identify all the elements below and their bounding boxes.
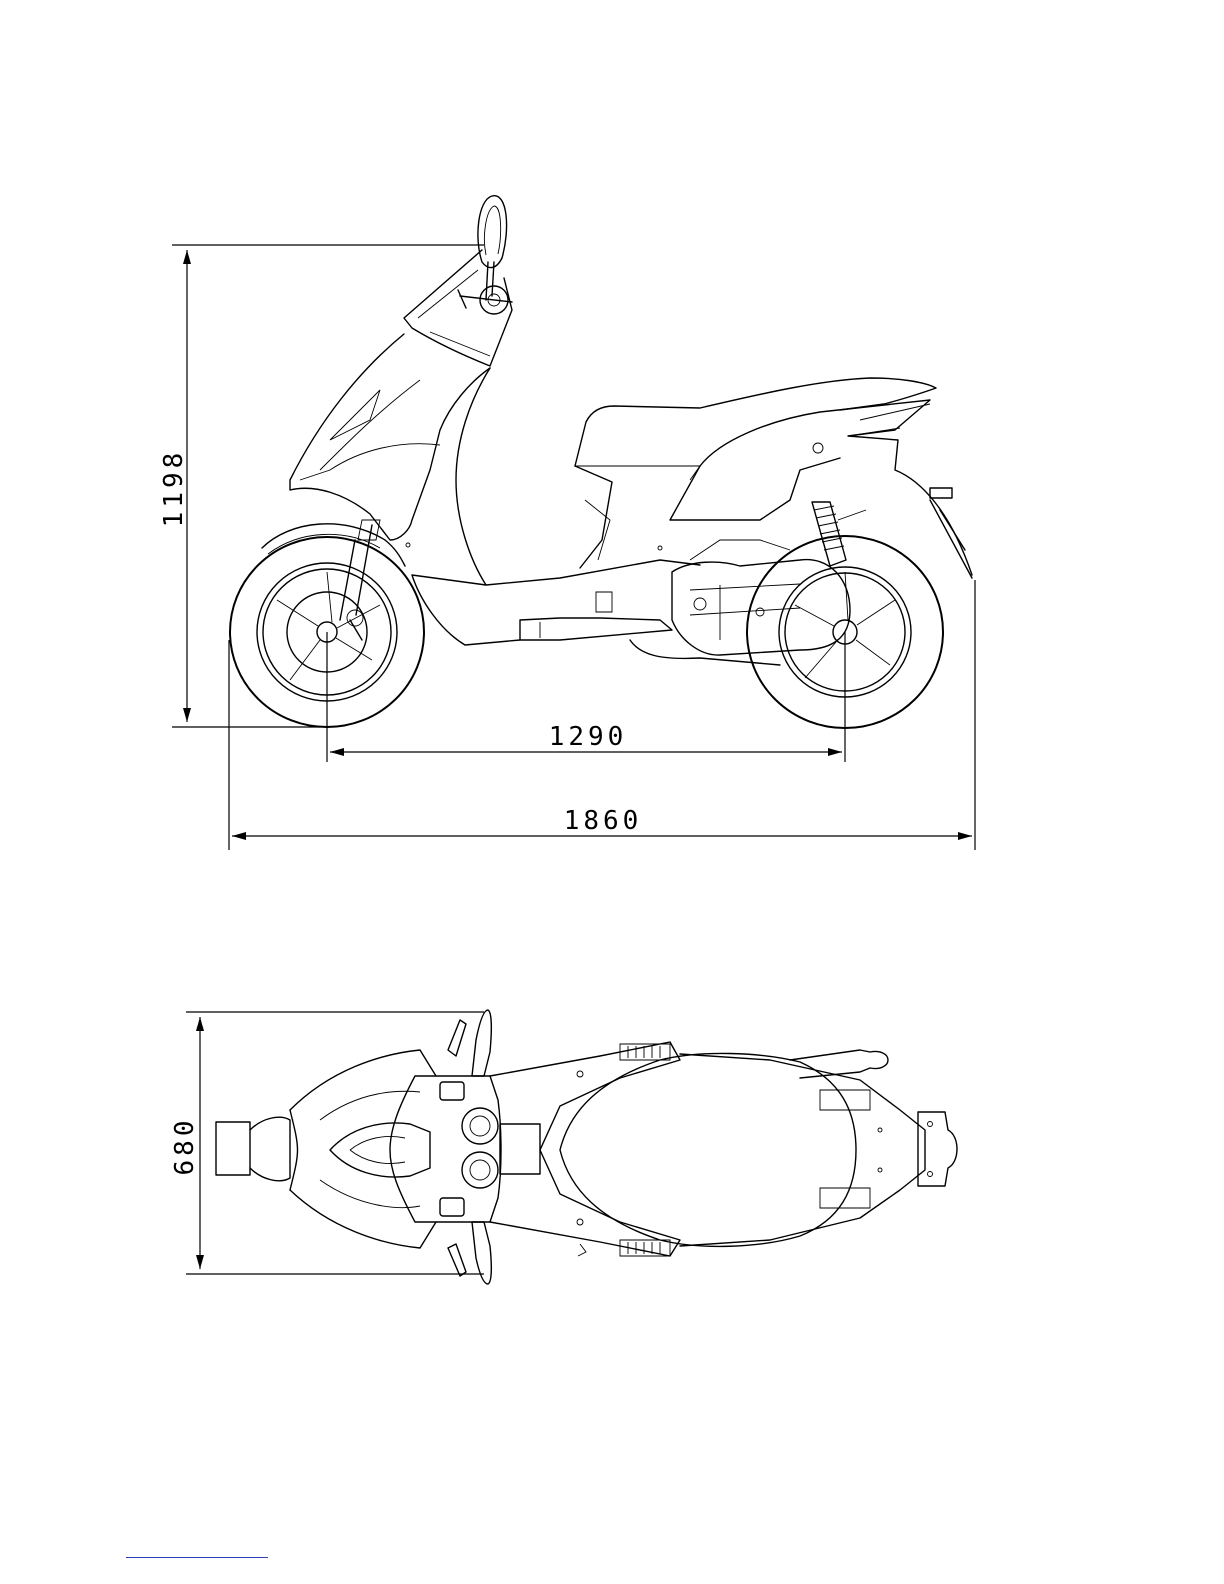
front-fascia: [404, 250, 512, 366]
engine: [520, 540, 850, 665]
mirror: [478, 196, 507, 268]
dimension-length-label: 1860: [564, 806, 643, 836]
top-front-shield: [290, 1050, 436, 1248]
dimension-height-label: 1198: [159, 449, 189, 528]
footer-rule: [126, 1557, 268, 1558]
dimension-width: 680: [170, 1012, 484, 1274]
floorboard: [412, 560, 700, 645]
top-headset: [390, 1076, 501, 1222]
dimension-height: 1198: [159, 245, 484, 727]
dimension-width-label: 680: [170, 1117, 200, 1176]
top-mirror-upper: [472, 1010, 491, 1076]
top-frame: [490, 1042, 680, 1256]
front-shield: [290, 334, 490, 540]
legshield: [456, 368, 490, 585]
rear-shock: [812, 502, 866, 566]
top-mirror-lower: [472, 1222, 491, 1284]
dimension-wheelbase-label: 1290: [549, 722, 628, 752]
top-view: [216, 1010, 957, 1284]
side-view: [230, 196, 972, 728]
top-rear-body: [680, 1054, 925, 1246]
tail-light: [930, 488, 972, 578]
seat: [575, 378, 936, 466]
top-seat: [560, 1053, 856, 1246]
top-tail: [918, 1112, 957, 1186]
